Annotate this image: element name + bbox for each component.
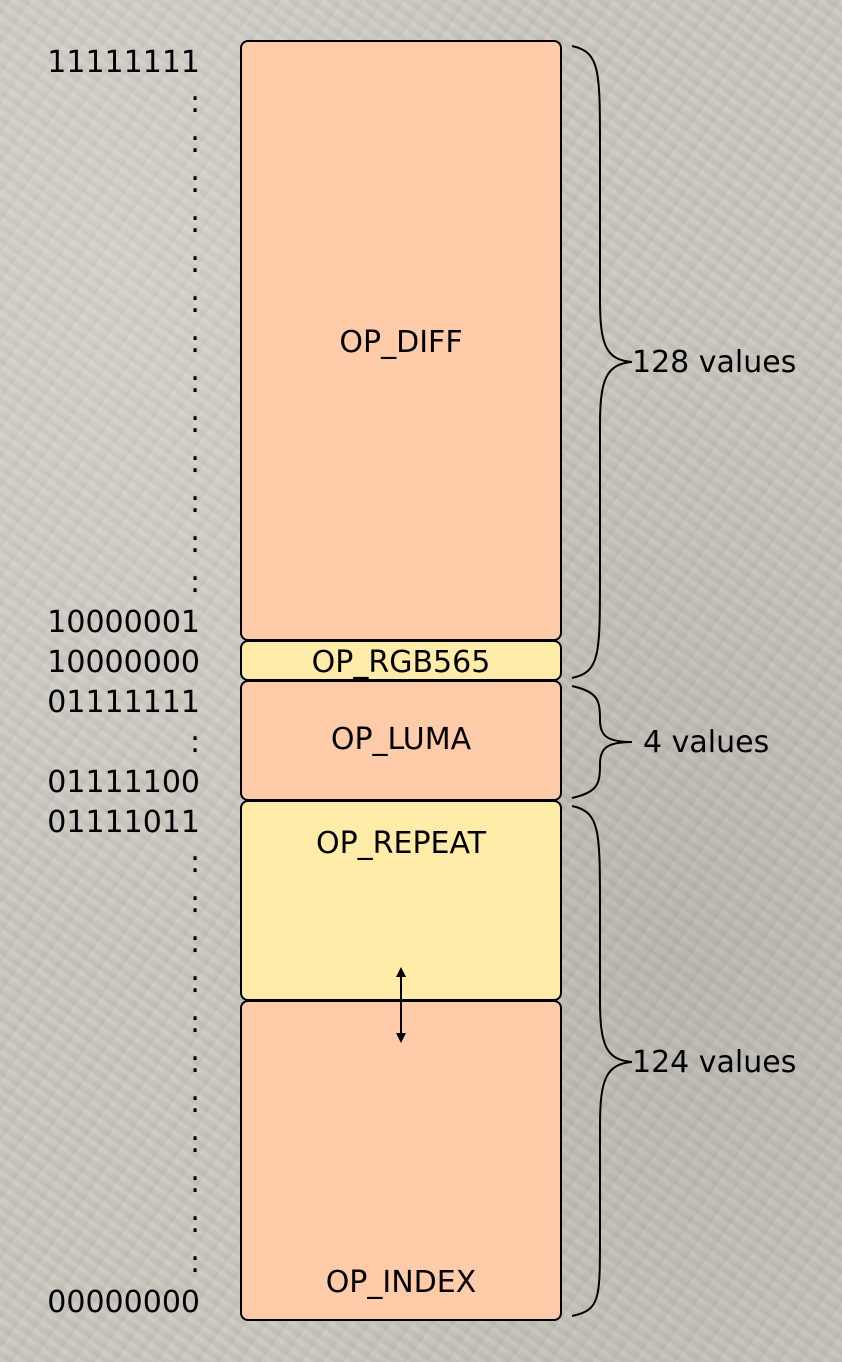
op-repeat-label: OP_REPEAT [316, 826, 487, 861]
count-label-128: 128 values [632, 345, 796, 380]
count-label-124: 124 values [632, 1045, 796, 1080]
brace-124 [571, 805, 633, 1317]
ellipsis-dots: : [190, 925, 200, 960]
ellipsis-dots: : [190, 885, 200, 920]
op-rgb565-label: OP_RGB565 [312, 645, 491, 680]
ellipsis-dots-luma: : [190, 725, 200, 760]
binary-label-10000000: 10000000 [47, 645, 200, 680]
ellipsis-dots: : [190, 445, 200, 480]
binary-label-11111111: 11111111 [47, 45, 200, 80]
ellipsis-dots: : [190, 1045, 200, 1080]
ellipsis-dots: : [190, 165, 200, 200]
ellipsis-dots: : [190, 1005, 200, 1040]
ellipsis-dots: : [190, 125, 200, 160]
binary-label-01111111: 01111111 [47, 685, 200, 720]
binary-label-10000001: 10000001 [47, 605, 200, 640]
ellipsis-dots: : [190, 1085, 200, 1120]
ellipsis-dots: : [190, 1165, 200, 1200]
brace-4 [571, 685, 633, 799]
op-index-label: OP_INDEX [326, 1265, 477, 1300]
ellipsis-dots: : [190, 965, 200, 1000]
binary-label-00000000: 00000000 [47, 1285, 200, 1320]
ellipsis-dots: : [190, 525, 200, 560]
ellipsis-dots-upper: ::::::::::::: [190, 85, 200, 600]
ellipsis-dots: : [190, 405, 200, 440]
binary-label-01111100: 01111100 [47, 765, 200, 800]
ellipsis-dots: : [190, 845, 200, 880]
ellipsis-dots: : [190, 85, 200, 120]
op-luma-label: OP_LUMA [331, 722, 472, 757]
ellipsis-dots: : [190, 205, 200, 240]
ellipsis-dots-lower: ::::::::::: [190, 845, 200, 1280]
ellipsis-dots: : [190, 365, 200, 400]
ellipsis-dots: : [190, 485, 200, 520]
op-diff-label: OP_DIFF [339, 325, 462, 360]
ellipsis-dots: : [190, 245, 200, 280]
ellipsis-dots: : [190, 285, 200, 320]
ellipsis-dots: : [190, 565, 200, 600]
brace-128 [571, 45, 633, 679]
ellipsis-dots: : [190, 325, 200, 360]
ellipsis-dots: : [190, 725, 200, 760]
count-label-4: 4 values [643, 725, 769, 760]
ellipsis-dots: : [190, 1125, 200, 1160]
ellipsis-dots: : [190, 1205, 200, 1240]
ellipsis-dots: : [190, 1245, 200, 1280]
binary-label-01111011: 01111011 [47, 805, 200, 840]
